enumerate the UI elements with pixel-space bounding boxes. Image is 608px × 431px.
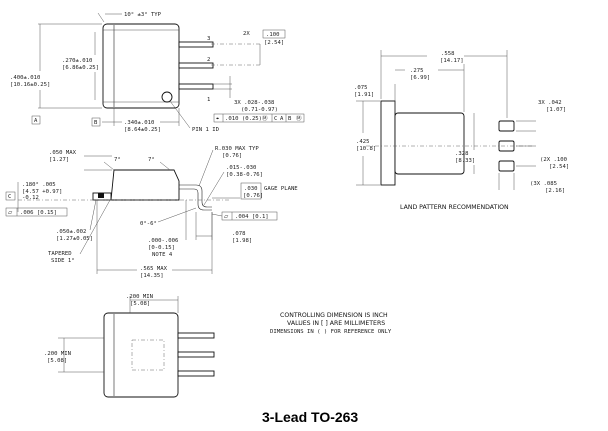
foot-length-mm: [1.98] (232, 238, 252, 244)
lp-pitch-label: (2X .100 (540, 157, 567, 163)
tab-width-label: .270±.010 (62, 58, 92, 64)
pin-label-2: 2 (207, 57, 210, 63)
drawing-title: 3-Lead TO-263 (262, 409, 358, 425)
bottom-width-label: .200 MIN (126, 294, 153, 300)
notes: CONTROLLING DIMENSION IS INCH VALUES IN … (270, 312, 392, 335)
standoff-mm: [4.57 +0.97] (22, 189, 62, 195)
overall-width-label: .400±.010 (10, 75, 40, 81)
datum-c: C (8, 194, 11, 200)
tab-width-mm: [6.86±0.25] (62, 65, 99, 71)
lead-width-mm: (0.71-0.97) (241, 107, 278, 113)
flatness-symbol: ⏥ (224, 214, 229, 220)
lp-padh-label: .328 (455, 151, 469, 157)
body-length-mm: [8.64±0.25] (124, 127, 161, 133)
lp-height-mm: [10.8] (356, 146, 376, 152)
offset-mm: [0-0.15] (148, 245, 175, 251)
side-view: .050 MAX [1.27] 7° 7° R.030 MAX TYP [0.7… (5, 146, 298, 279)
body-length-label: .340±.010 (124, 120, 154, 126)
overall-length-label: .565 MAX (140, 266, 168, 272)
note-line-1: CONTROLLING DIMENSION IS INCH (280, 312, 388, 319)
lp-height-label: .425 (356, 139, 369, 145)
side-lead (179, 184, 212, 208)
overall-width-mm: [10.16±0.25] (10, 82, 50, 88)
lead-thickness-mm: [0.38-0.76] (226, 172, 263, 178)
lead-1 (178, 83, 214, 90)
svg-text:⌖: ⌖ (216, 116, 220, 122)
height-max-label: .050 MAX (49, 150, 77, 156)
lead-width-label: 3X .028-.038 (234, 100, 275, 106)
top-view: 3 2 1 PIN 1 ID 10° ±3° TYP 2X .100 [2.54… (10, 12, 305, 133)
bottom-view: .200 MIN [5.08] .200 MIN [5.08] (44, 294, 215, 398)
flatness-value: .004 [0.1] (235, 214, 269, 220)
gage-mm: [0.76] (243, 193, 263, 199)
tab-pad (394, 112, 465, 175)
position-tolerance-frame: ⌖ .010 (0.25) Ⓜ C A B Ⓜ (213, 113, 305, 123)
svg-text:B: B (288, 116, 292, 122)
bottom-body (103, 312, 179, 398)
lp-tabpad-mm: [1.91] (354, 92, 374, 98)
svg-text:.010 (0.25): .010 (0.25) (225, 116, 262, 122)
pitch-label-in: .100 (266, 32, 279, 38)
pitch-label-2x: 2X (243, 31, 250, 37)
standoff-mm-tol: -0.12 (22, 195, 39, 201)
lp-leadlen-mm: [2.16] (545, 188, 565, 194)
bottom-height-mm: [5.08] (47, 358, 67, 364)
lp-overall-mm: [14.17] (440, 58, 464, 64)
lp-tabpad-label: .075 (354, 85, 367, 91)
tapered-label: TAPERED (48, 251, 72, 257)
svg-text:A: A (280, 116, 284, 122)
gage-label: .030 (244, 186, 257, 192)
height-max-mm: [1.27] (49, 157, 69, 163)
lp-padlen-label: .275 (410, 68, 423, 74)
tab-thickness-mm: [1.27±0.05] (56, 236, 93, 242)
svg-text:Ⓜ: Ⓜ (296, 114, 302, 122)
note-line-2: VALUES IN [ ] ARE MILLIMETERS (287, 320, 385, 327)
svg-text:C: C (274, 116, 277, 122)
angle-7a: 7° (114, 157, 121, 163)
gage-plane-label: GAGE PLANE (264, 186, 298, 192)
standoff-label: .180° .005 (22, 182, 56, 188)
lp-leadpad-mm: [1.07] (546, 107, 566, 113)
offset-note: NOTE 4 (152, 252, 173, 258)
lead-pad-3 (498, 160, 515, 172)
draft-angle-label: 10° ±3° TYP (124, 12, 162, 18)
radius-label: R.030 MAX TYP (215, 146, 259, 152)
bottom-width-mm: [5.08] (130, 301, 150, 307)
datum-a: A (34, 118, 38, 124)
lead-3 (178, 41, 214, 48)
lp-leadpad-label: 3X .042 (538, 100, 562, 106)
lp-padh-mm: [8.33] (455, 158, 475, 164)
pin-label-3: 3 (207, 36, 210, 42)
angle-7b: 7° (148, 157, 155, 163)
lp-padlen-mm: [6.99] (410, 75, 430, 81)
tapered-side: SIDE 1° (51, 258, 75, 264)
side-body (110, 169, 180, 201)
svg-text:Ⓜ: Ⓜ (262, 114, 268, 122)
overall-length-mm: [14.35] (140, 273, 164, 279)
pitch-label-mm: [2.54] (264, 40, 284, 46)
foot-length-label: .078 (232, 231, 246, 237)
land-pattern-caption: LAND PATTERN RECOMMENDATION (400, 204, 509, 211)
lp-pitch-mm: [2.54] (549, 164, 569, 170)
pin1-marker (161, 91, 173, 103)
lp-leadlen-label: (3X .085 (530, 181, 557, 187)
coplanarity-value: .006 [0.15] (20, 210, 57, 216)
pin-label-1: 1 (207, 97, 210, 103)
lead-thickness-label: .015-.030 (226, 165, 256, 171)
lead-pad-1 (498, 120, 515, 132)
bottom-height-label: .200 MIN (44, 351, 71, 357)
coplanarity-symbol: ⏥ (8, 210, 13, 216)
radius-mm: [0.76] (222, 153, 242, 159)
angle-0-6: 0°-6° (140, 221, 157, 227)
land-pattern: .558 [14.17] .275 [6.99] .075 [1.91] .42… (354, 50, 569, 211)
offset-label: .000-.006 (148, 238, 178, 244)
note-line-3: DIMENSIONS IN ( ) FOR REFERENCE ONLY (270, 329, 392, 335)
datum-b: B (94, 120, 98, 126)
lead-2 (178, 62, 214, 69)
lp-overall-label: .558 (441, 51, 455, 57)
pin1-id-label: PIN 1 ID (192, 127, 220, 133)
tab-thickness-label: .050±.002 (56, 229, 86, 235)
